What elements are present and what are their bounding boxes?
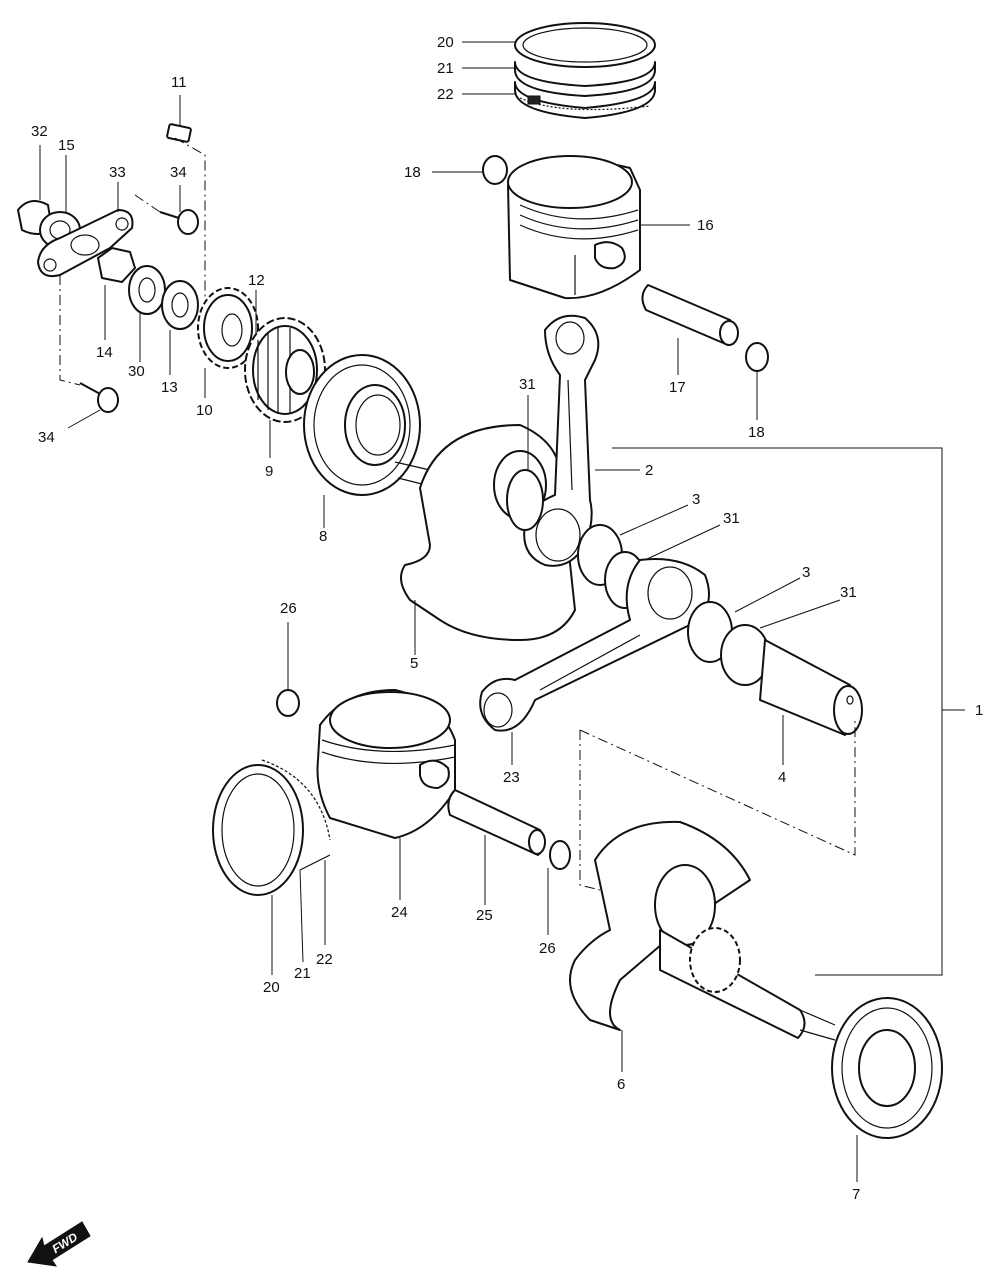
drive-gear-small [197, 287, 259, 369]
callout-9: 9 [265, 463, 273, 480]
ball-bearing-right [831, 997, 943, 1139]
callout-21-bottom: 21 [294, 965, 311, 982]
callout-7: 7 [852, 1186, 860, 1203]
circlip-lower-left [276, 689, 300, 717]
circlip-lower-right [549, 840, 571, 870]
callout-25: 25 [476, 907, 493, 924]
ball-bearing-left [303, 354, 421, 496]
callout-22-bottom: 22 [316, 951, 333, 968]
callout-33: 33 [109, 164, 126, 181]
piston-pin-top [641, 284, 739, 346]
piston-rings-lower [212, 759, 331, 896]
callout-15: 15 [58, 137, 75, 154]
callout-26-left: 26 [280, 600, 297, 617]
callout-6: 6 [617, 1076, 625, 1093]
piston-rings-top [514, 22, 656, 119]
callout-3-b: 3 [802, 564, 810, 581]
callout-8: 8 [319, 528, 327, 545]
leader-lines [39, 41, 858, 1182]
assembly-bracket [612, 447, 965, 976]
callout-31-b: 31 [723, 510, 740, 527]
fwd-arrow-icon: FWD [27, 1221, 91, 1267]
callout-20-bottom: 20 [263, 979, 280, 996]
callout-34-bottom: 34 [38, 429, 55, 446]
screw-bottom [79, 382, 119, 413]
callout-30: 30 [128, 363, 145, 380]
lock-washer [128, 265, 166, 315]
crank-pin [759, 639, 863, 736]
woodruff-key [166, 123, 192, 143]
hex-nut [97, 247, 136, 283]
piston-lower [316, 689, 456, 839]
cap-nut-and-plate [17, 200, 134, 278]
callout-2: 2 [645, 462, 653, 479]
callout-23: 23 [503, 769, 520, 786]
callout-34-top: 34 [170, 164, 187, 181]
circlip-top [482, 155, 508, 185]
callout-31-c: 31 [840, 584, 857, 601]
callout-31-a: 31 [519, 376, 536, 393]
callout-16: 16 [697, 217, 714, 234]
screw-top [159, 209, 199, 235]
callout-1: 1 [975, 702, 983, 719]
circlip-right [745, 342, 769, 372]
callout-12: 12 [248, 272, 265, 289]
callout-24: 24 [391, 904, 408, 921]
callout-4: 4 [778, 769, 786, 786]
callout-13: 13 [161, 379, 178, 396]
callout-5: 5 [410, 655, 418, 672]
callout-14: 14 [96, 344, 113, 361]
callout-20-top: 20 [437, 34, 454, 51]
drive-gear-large [244, 317, 326, 423]
callout-21-top: 21 [437, 60, 454, 77]
callout-11: 11 [171, 74, 187, 91]
callout-labels: 20 21 22 18 16 11 32 15 33 34 12 14 30 1… [31, 34, 983, 1203]
callout-10: 10 [196, 402, 213, 419]
assembly-guide-lines [59, 137, 856, 891]
callout-18-right: 18 [748, 424, 765, 441]
thrust-washer-1 [506, 469, 544, 531]
callout-22-top: 22 [437, 86, 454, 103]
plain-washer [161, 280, 199, 330]
connecting-rod-lower [479, 558, 710, 732]
callout-17: 17 [669, 379, 686, 396]
callout-26-right: 26 [539, 940, 556, 957]
piston-top [507, 155, 641, 300]
piston-pin-lower [447, 789, 546, 856]
callout-18-top: 18 [404, 164, 421, 181]
callout-32: 32 [31, 123, 48, 140]
callout-3-a: 3 [692, 491, 700, 508]
crankshaft-right-half [569, 820, 836, 1041]
